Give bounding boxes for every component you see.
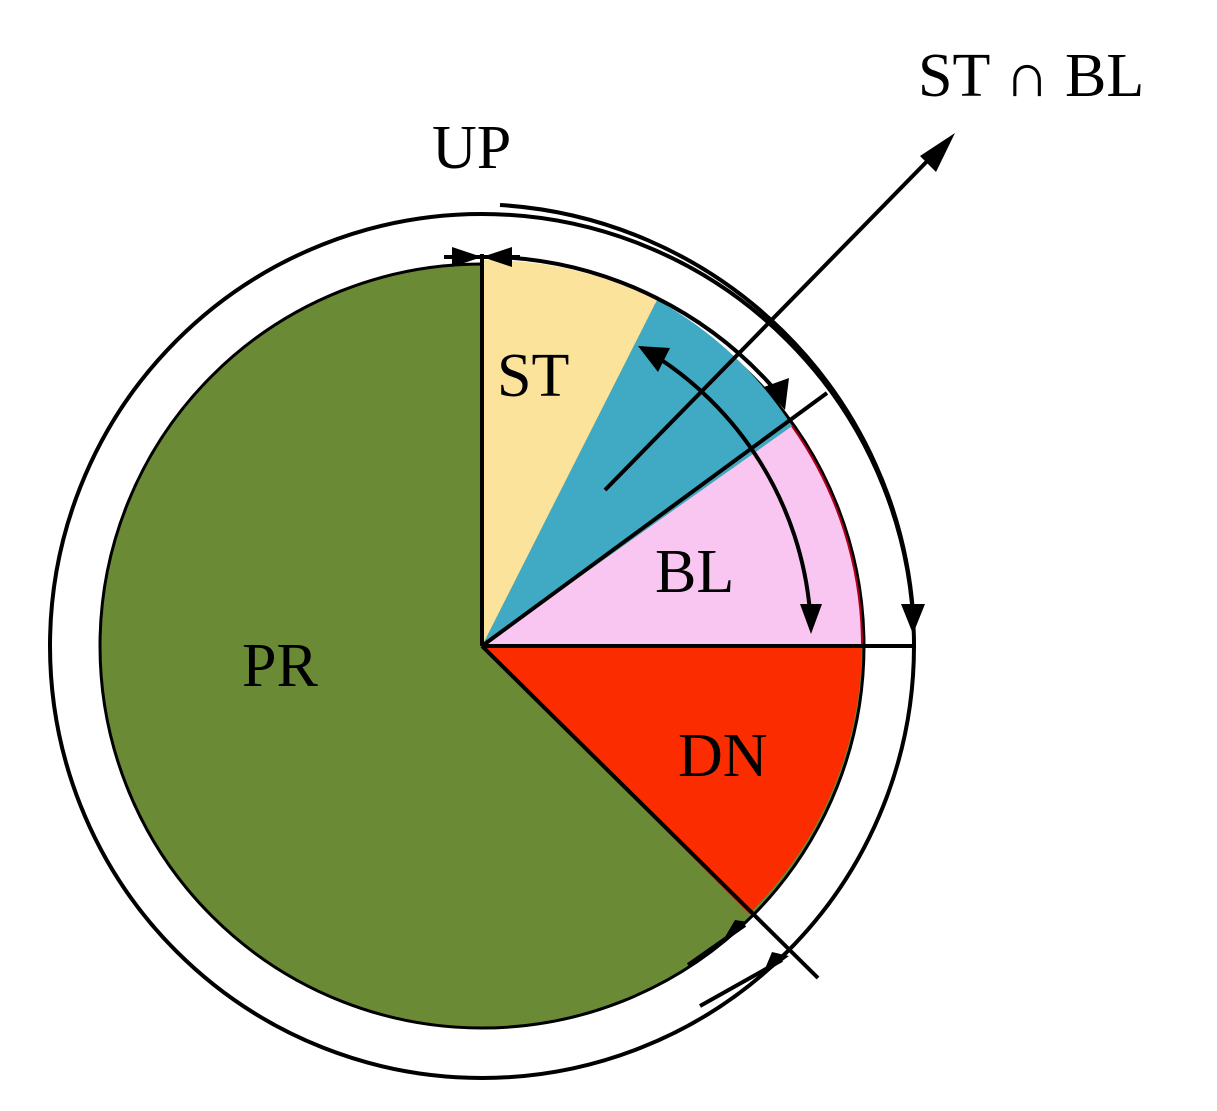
label-dn: DN <box>678 722 768 790</box>
boundary-bl-line <box>480 391 829 648</box>
bl-span-arrowhead-top <box>638 346 670 372</box>
label-st: ST <box>497 342 569 410</box>
label-pr: PR <box>242 632 318 700</box>
sector-st <box>482 259 657 646</box>
st-span-arrowhead <box>764 378 789 410</box>
outer-span-arc <box>499 203 915 613</box>
bl-span-arc <box>647 350 812 613</box>
up-arrowhead-right <box>482 247 512 267</box>
boundary-dn-line <box>480 644 820 980</box>
label-up: UP <box>432 114 511 182</box>
pr-span-arrowhead-outer <box>762 952 789 976</box>
label-st-cap-bl: ST ∩ BL <box>918 42 1144 110</box>
sector-dn <box>482 646 862 914</box>
bl-span-arrowhead-bottom <box>800 604 822 634</box>
st-cap-bl-pointer-line <box>603 144 944 492</box>
sector-bl <box>482 426 863 646</box>
sector-bl-rim <box>791 425 864 647</box>
sector-st-bl-overlap <box>482 300 792 646</box>
st-cap-bl-arrowhead <box>920 133 955 172</box>
pr-span-arrowhead-inner <box>722 920 748 942</box>
outer-span-arrowhead <box>901 604 925 634</box>
pr-span-arc-inner <box>686 923 747 967</box>
up-arrowhead-left <box>452 247 482 267</box>
st-span-arc <box>499 255 784 400</box>
label-bl: BL <box>655 538 734 606</box>
